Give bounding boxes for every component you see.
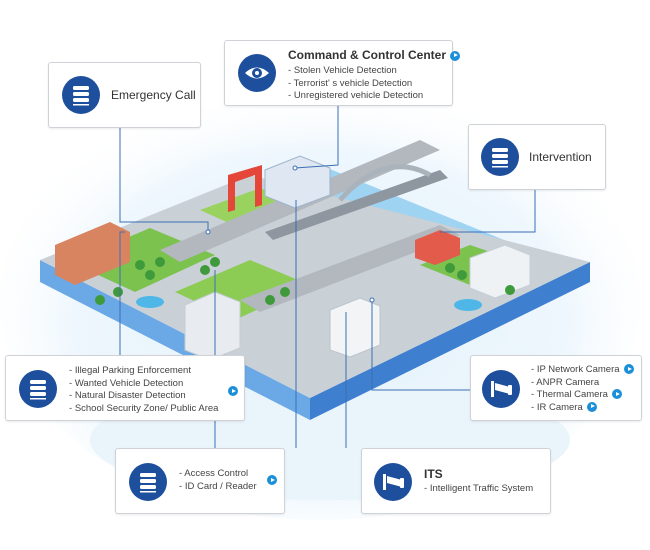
list-item: - ID Card / Reader xyxy=(179,480,257,492)
its-list: - Intelligent Traffic System xyxy=(424,483,533,496)
building-brick xyxy=(55,222,130,285)
parking-arrow-icon[interactable] xyxy=(228,386,238,396)
database-icon xyxy=(19,370,57,408)
bridge-deck xyxy=(265,170,448,240)
ir-camera-arrow-icon[interactable] xyxy=(586,401,597,412)
command-control-list: - Stolen Vehicle Detection - Terrorist' … xyxy=(288,65,423,103)
road-cross xyxy=(240,225,460,312)
list-item: - IP Network Camera xyxy=(531,364,634,377)
connector-dot xyxy=(205,229,211,235)
command-control-title-text: Command & Control Center xyxy=(288,48,447,62)
building-hq xyxy=(264,155,331,209)
thermal-camera-arrow-icon[interactable] xyxy=(611,389,622,400)
connector-command xyxy=(294,106,339,169)
camera-box[interactable]: - IP Network Camera - ANPR Camera - Ther… xyxy=(470,355,642,421)
list-item: - IR Camera xyxy=(531,402,634,415)
its-box[interactable]: ITS - Intelligent Traffic System xyxy=(361,448,551,514)
red-arch xyxy=(228,165,262,212)
connector-parking xyxy=(119,231,125,355)
pool-left xyxy=(136,296,164,308)
eye-icon xyxy=(238,54,276,92)
intervention-box[interactable]: Intervention xyxy=(468,124,606,190)
building-station xyxy=(329,297,381,358)
ip-camera-arrow-icon[interactable] xyxy=(623,364,634,375)
bridge-arch xyxy=(338,164,432,202)
access-control-box[interactable]: - Access Control - ID Card / Reader xyxy=(115,448,285,514)
trees xyxy=(95,257,515,305)
camera-list: - IP Network Camera - ANPR Camera - Ther… xyxy=(531,364,634,414)
building-firestation xyxy=(415,230,460,265)
list-item: - Unregistered vehicle Detection xyxy=(288,90,424,101)
list-item: - School Security Zone/ Public Area xyxy=(69,402,219,414)
list-item: - Intelligent Traffic System xyxy=(424,483,534,494)
list-item: - Illegal Parking Enforcement xyxy=(69,365,191,376)
parking-detection-box[interactable]: - Illegal Parking Enforcement - Wanted V… xyxy=(5,355,245,421)
pool-right xyxy=(454,299,482,311)
cctv-camera-icon xyxy=(374,463,412,501)
list-item: - Thermal Camera xyxy=(531,389,634,402)
list-item: - Stolen Vehicle Detection xyxy=(288,65,397,76)
list-item: - Terrorist' s vehicle Detection xyxy=(288,77,413,89)
emergency-call-title: Emergency Call xyxy=(111,88,196,102)
database-icon xyxy=(481,138,519,176)
list-item: - Access Control xyxy=(179,468,249,479)
database-icon xyxy=(62,76,100,114)
database-icon xyxy=(129,463,167,501)
emergency-call-box[interactable]: Emergency Call xyxy=(48,62,201,128)
access-arrow-icon[interactable] xyxy=(267,475,277,485)
list-item: - ANPR Camera xyxy=(531,376,600,388)
connector-camera xyxy=(371,300,470,391)
parking-detection-list: - Illegal Parking Enforcement - Wanted V… xyxy=(69,365,218,415)
access-control-list: - Access Control - ID Card / Reader xyxy=(179,468,257,493)
connector-dot xyxy=(292,165,298,171)
building-right xyxy=(469,244,531,299)
connector-emergency xyxy=(119,128,209,232)
connector-intervention xyxy=(440,190,536,233)
platform-side-right xyxy=(310,262,590,420)
command-arrow-icon[interactable] xyxy=(450,50,461,61)
list-item: - Wanted Vehicle Detection xyxy=(69,377,184,389)
command-control-title: Command & Control Center xyxy=(288,48,461,62)
command-control-box[interactable]: Command & Control Center - Stolen Vehicl… xyxy=(224,40,461,106)
cctv-camera-icon xyxy=(482,370,520,408)
list-item: - Natural Disaster Detection xyxy=(69,390,186,401)
connector-dot xyxy=(369,297,375,303)
its-title: ITS xyxy=(424,467,443,481)
intervention-title: Intervention xyxy=(529,150,592,164)
